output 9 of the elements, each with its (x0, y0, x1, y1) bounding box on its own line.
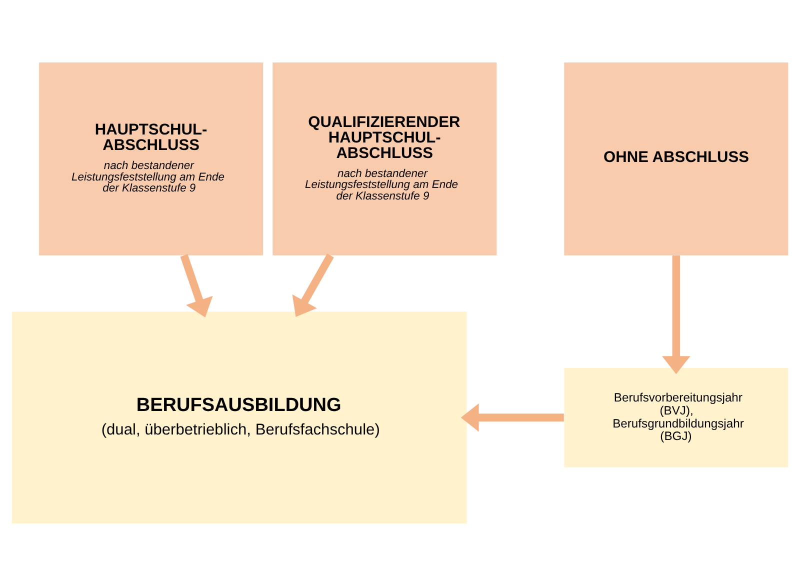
arrow (292, 254, 334, 317)
node-box: HAUPTSCHUL- ABSCHLUSS nach bestandener Leistungsfeststellung am Ende der Klassenstufe 9 (39, 62, 264, 256)
arrow (662, 255, 690, 374)
node-box: OHNE ABSCHLUSS (564, 62, 788, 256)
arrow (460, 403, 564, 432)
node-box: QUALIFIZIERENDER HAUPTSCHUL- ABSCHLUSS nach bestandener Leistungsfeststellung am Ende der Klassenstufe 9 (272, 62, 497, 256)
node-box: Berufsvorbereitungsjahr (BVJ), Berufsgrundbildungsjahr (BGJ) (564, 368, 788, 468)
node-box: BERUFSAUSBILDUNG (dual, überbetrieblich, Berufsfachschule) (12, 312, 467, 524)
arrow (180, 254, 213, 318)
